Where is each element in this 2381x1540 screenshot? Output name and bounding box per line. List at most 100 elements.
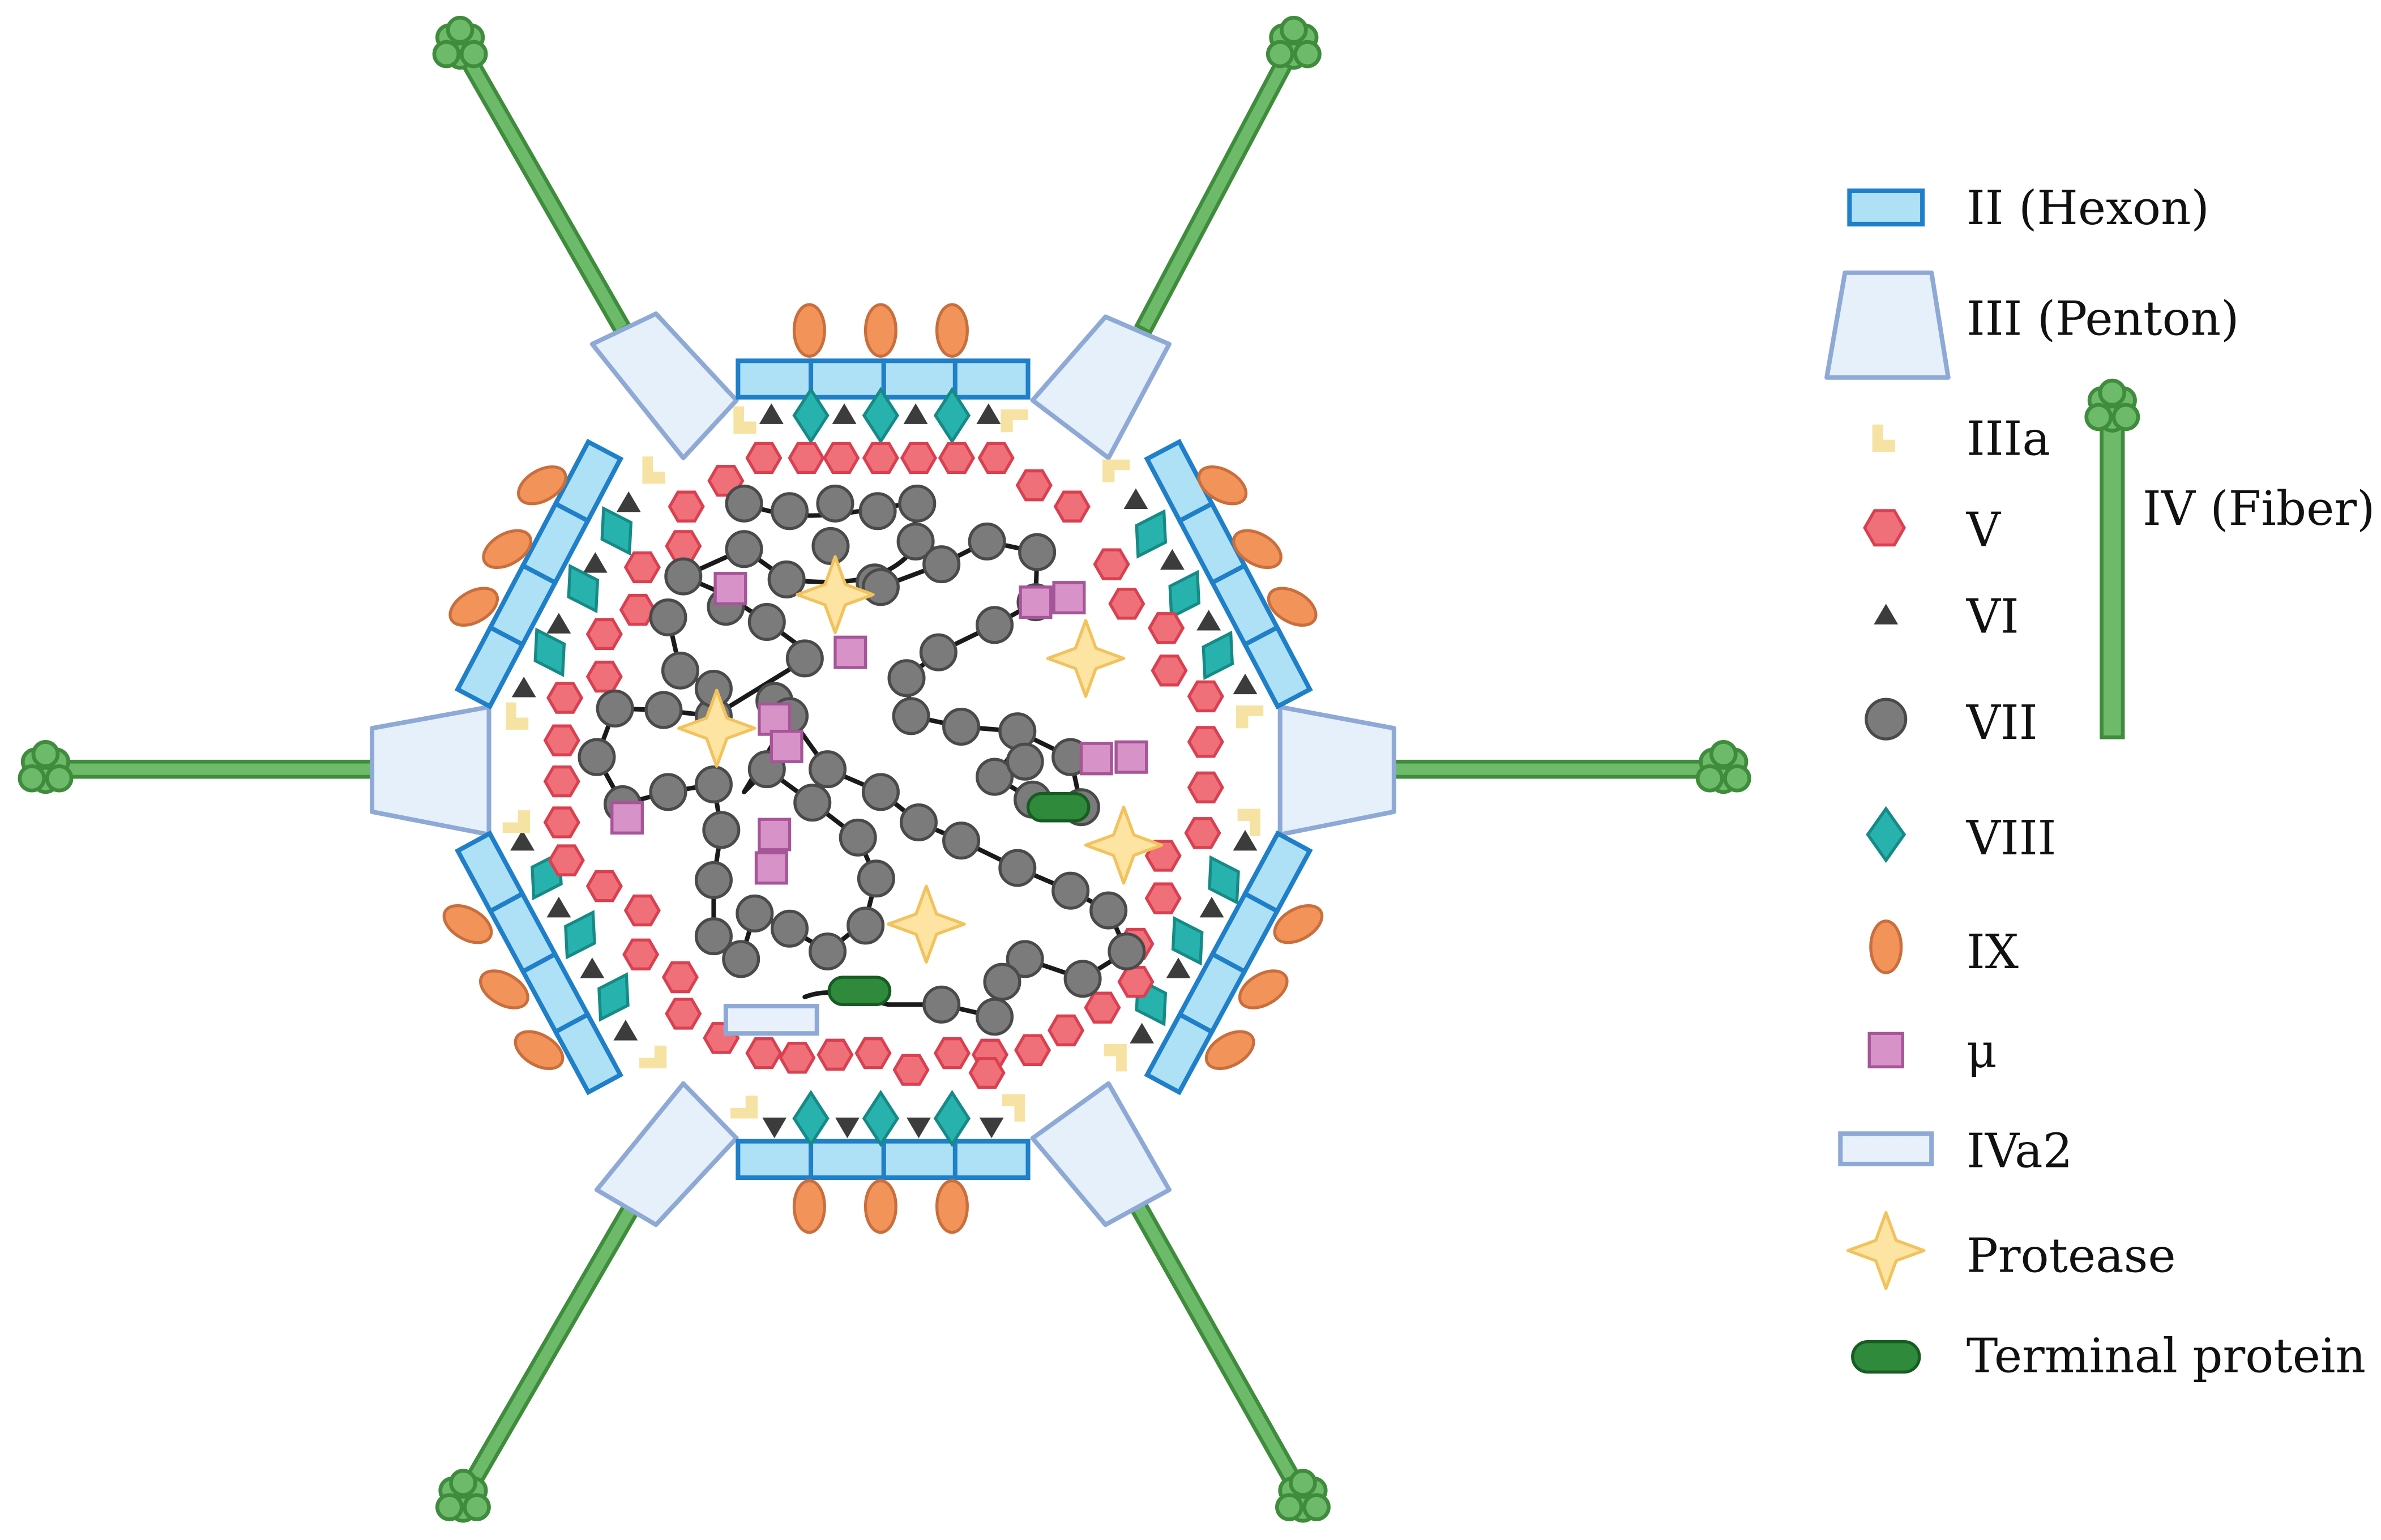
protein-vii-bead bbox=[1089, 891, 1128, 930]
protein-vii-bead bbox=[661, 651, 699, 690]
protein-vii-bead bbox=[816, 484, 854, 523]
protein-iiia-lshape bbox=[1872, 424, 1895, 452]
fiber-knob bbox=[1280, 15, 1308, 44]
protein-vii-bead bbox=[896, 522, 935, 561]
protein-vii-bead bbox=[770, 492, 809, 531]
protein-v-hexagon bbox=[900, 442, 938, 474]
penton-trapezoid bbox=[594, 1081, 739, 1227]
protein-v-hexagon bbox=[665, 998, 702, 1030]
protein-viii-diamond bbox=[933, 1089, 971, 1147]
protein-vi-triangle bbox=[1123, 488, 1148, 510]
protein-ix-ellipse bbox=[1204, 1030, 1255, 1071]
protein-vii-bead bbox=[858, 492, 897, 531]
protein-v-hexagon bbox=[823, 442, 860, 474]
protein-viii-diamond bbox=[533, 627, 566, 677]
protein-vii-bead bbox=[725, 530, 763, 568]
protein-iiia-lshape bbox=[1104, 1044, 1127, 1072]
protein-vi-triangle bbox=[616, 491, 641, 512]
hexon-rectangle bbox=[552, 1011, 624, 1096]
protein-v-hexagon bbox=[1084, 991, 1121, 1024]
capsid-interior bbox=[502, 387, 1264, 1147]
protein-vii-bead bbox=[942, 822, 981, 860]
protein-v-hexagon bbox=[1093, 548, 1130, 580]
protein-iiia-lshape bbox=[1002, 1094, 1025, 1122]
protein-vi-triangle bbox=[1196, 610, 1221, 631]
protein-vii-bead bbox=[664, 557, 703, 596]
protein-vi-triangle bbox=[979, 1117, 1004, 1139]
fiber-knob bbox=[31, 740, 60, 768]
legend-hexon-symbol bbox=[1847, 188, 1925, 226]
protein-vii-bead bbox=[1006, 940, 1044, 978]
protein-vii-bead bbox=[770, 909, 809, 948]
protein-v-hexagon bbox=[1047, 1014, 1085, 1047]
fiber-knob bbox=[1275, 1493, 1303, 1521]
protein-vi-triangle bbox=[976, 403, 1001, 424]
protein-ix-ellipse bbox=[478, 969, 529, 1009]
protein-ix-ellipse bbox=[1267, 587, 1318, 627]
fiber-knob bbox=[1293, 40, 1322, 69]
protein-viii-diamond bbox=[564, 910, 596, 960]
protein-ix-ellipse bbox=[935, 1179, 969, 1234]
protein-vi-triangle bbox=[511, 677, 536, 698]
protein-vii-bead bbox=[1108, 932, 1146, 970]
protein-vii-bead bbox=[998, 849, 1037, 887]
protein-vii-bead bbox=[976, 606, 1014, 644]
protein-vii-bead bbox=[649, 773, 687, 811]
protein-mu-square bbox=[1114, 740, 1148, 774]
legend-label-hexon: II (Hexon) bbox=[1967, 181, 2209, 236]
protein-ix-ellipse bbox=[442, 904, 493, 944]
terminal-protein-capsule bbox=[827, 976, 892, 1007]
protein-vii-bead bbox=[1018, 533, 1057, 571]
protease-star bbox=[887, 884, 966, 964]
protein-v-hexagon bbox=[1144, 882, 1182, 914]
fiber-knob bbox=[1723, 764, 1751, 793]
protein-viii-diamond bbox=[933, 387, 971, 444]
protein-iiia-lshape bbox=[639, 1045, 667, 1068]
protein-vii-bead bbox=[694, 861, 733, 899]
protease-star bbox=[796, 555, 875, 634]
protein-viii-diamond bbox=[1202, 630, 1234, 681]
protein-v-hexagon bbox=[938, 442, 976, 474]
protein-v-hexagon bbox=[745, 1037, 783, 1070]
protein-vii-bead bbox=[747, 603, 786, 641]
protein-ix-ellipse bbox=[792, 303, 826, 358]
protein-v-hexagon bbox=[817, 1038, 854, 1071]
protein-viii-diamond bbox=[862, 387, 900, 444]
protein-vii-bead bbox=[725, 484, 763, 523]
protein-mu-square bbox=[1019, 585, 1053, 619]
protein-viii-diamond bbox=[1866, 806, 1906, 863]
hexon-rectangle bbox=[736, 358, 814, 400]
protein-v-hexagon bbox=[623, 894, 661, 927]
penton-trapezoid bbox=[1030, 314, 1172, 460]
protein-mu-square bbox=[770, 729, 803, 763]
protein-vi-triangle bbox=[583, 552, 608, 573]
protein-vi-triangle bbox=[835, 1117, 860, 1139]
fiber-knob bbox=[446, 15, 475, 44]
protein-mu-square bbox=[758, 702, 792, 736]
protein-vi-triangle bbox=[1233, 673, 1258, 695]
protein-v-hexagon bbox=[623, 551, 661, 584]
protein-vii-bead bbox=[899, 803, 938, 842]
protein-vii-bead bbox=[694, 917, 733, 956]
fiber-knob bbox=[18, 764, 46, 793]
legend-protease-symbol bbox=[1846, 1211, 1926, 1290]
protein-ix-ellipse bbox=[517, 465, 567, 506]
protein-vi-triangle bbox=[546, 613, 571, 634]
protease-star bbox=[1084, 806, 1164, 885]
protein-vii-bead bbox=[1006, 742, 1044, 781]
protein-mu-square bbox=[713, 572, 747, 606]
protein-vi-triangle bbox=[1874, 604, 1899, 624]
protein-mu-square bbox=[610, 801, 644, 835]
legend-vii-symbol bbox=[1865, 698, 1908, 741]
protein-ix-ellipse bbox=[448, 587, 499, 627]
protein-v-hexagon bbox=[546, 682, 584, 714]
protein-ix-ellipse bbox=[935, 303, 969, 358]
fiber-knob bbox=[2111, 403, 2140, 431]
fiber-knob bbox=[463, 1493, 491, 1521]
legend: II (Hexon) III (Penton) IIIa V VI VII VI… bbox=[1824, 181, 2375, 1383]
hexon-rectangle bbox=[881, 358, 959, 400]
protein-iiia-lshape bbox=[733, 406, 756, 434]
hexon-rectangle bbox=[809, 358, 886, 400]
fiber-shaft bbox=[454, 1195, 644, 1505]
protein-mu-square bbox=[1052, 581, 1086, 615]
